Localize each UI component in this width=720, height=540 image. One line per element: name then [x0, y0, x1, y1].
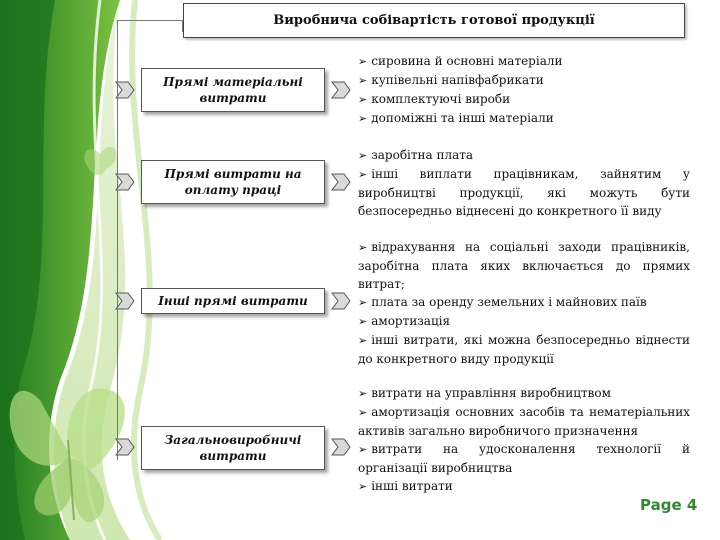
list-item: ➢інші витрати, які можна безпосередньо в… [358, 333, 690, 366]
chevron-right-icon [331, 173, 351, 191]
items-direct-labor: ➢заробітна плата ➢інші виплати працівник… [358, 146, 690, 220]
list-item: ➢амортизація основних засобів та нематер… [358, 405, 690, 438]
chevron-right-icon [115, 292, 135, 310]
items-overhead: ➢витрати на управління виробництвом ➢амо… [358, 384, 690, 496]
list-item: ➢купівельні напівфабрикати [358, 73, 544, 87]
chevron-right-icon [331, 81, 351, 99]
category-direct-materials: Прямі матеріальні витрати [141, 68, 325, 112]
list-item: ➢витрати на управління виробництвом [358, 386, 611, 400]
category-other-direct: Інші прямі витрати [141, 288, 325, 314]
chevron-right-icon [331, 292, 351, 310]
connector-trunk [117, 20, 118, 460]
page-number: Page 4 [640, 496, 698, 514]
list-item: ➢допоміжні та інші матеріали [358, 111, 554, 125]
list-item: ➢сировина й основні матеріали [358, 54, 563, 68]
list-item: ➢заробітна плата [358, 148, 474, 162]
list-item: ➢витрати на удосконалення технології й о… [358, 442, 690, 475]
connector-top [117, 20, 183, 21]
list-item: ➢комплектуючі вироби [358, 92, 511, 106]
diagram-title: Виробнича собівартість готової продукції [183, 3, 685, 38]
list-item: ➢інші витрати [358, 479, 453, 493]
connector-vertical [182, 20, 183, 32]
list-item: ➢плата за оренду земельних і майнових па… [358, 295, 647, 309]
category-direct-labor: Прямі витрати на оплату праці [141, 160, 325, 204]
list-item: ➢амортизація [358, 314, 451, 328]
category-overhead: Загальновиробничі витрати [141, 426, 325, 470]
items-other-direct: ➢відрахування на соціальні заходи праців… [358, 238, 690, 368]
large-butterfly-icon [9, 388, 125, 522]
small-butterfly-icon [84, 146, 117, 175]
chevron-right-icon [115, 81, 135, 99]
list-item: ➢інші виплати працівникам, зайнятим у ви… [358, 167, 690, 218]
chevron-right-icon [115, 438, 135, 456]
items-direct-materials: ➢сировина й основні матеріали ➢купівельн… [358, 52, 690, 128]
list-item: ➢відрахування на соціальні заходи праців… [358, 240, 690, 291]
chevron-right-icon [331, 438, 351, 456]
chevron-right-icon [115, 173, 135, 191]
